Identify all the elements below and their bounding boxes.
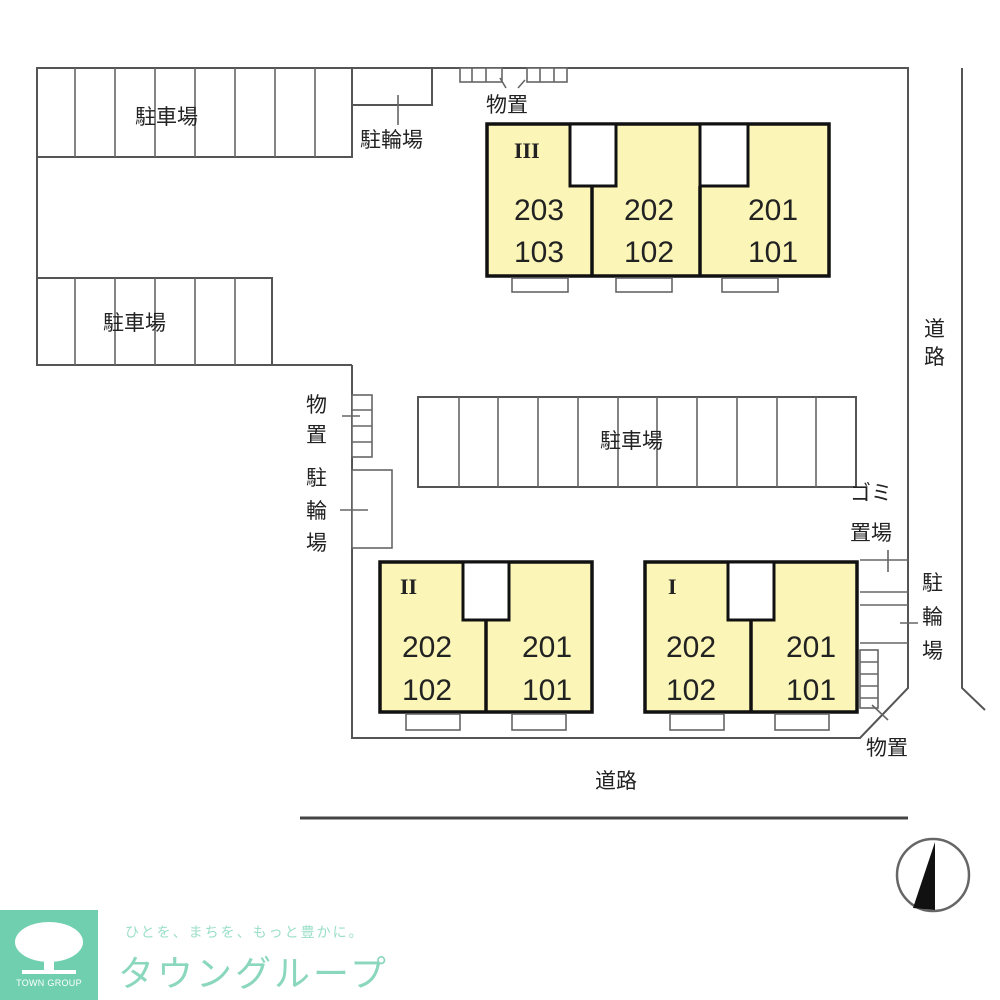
garbage-area bbox=[860, 550, 908, 593]
tree-icon bbox=[15, 922, 83, 974]
storage-right bbox=[859, 649, 889, 721]
garbage-label-1: ゴミ bbox=[850, 481, 892, 505]
bicycle-parking-top bbox=[351, 68, 433, 157]
parking-lot-left bbox=[36, 277, 273, 366]
bicycle-label-right-3: 場 bbox=[922, 639, 943, 663]
building-II-label: II bbox=[400, 574, 417, 599]
parking-label-left: 駐車場 bbox=[103, 311, 166, 335]
storage-label-bottom-right: 物置 bbox=[866, 736, 908, 760]
logo-brand: タウングループ bbox=[118, 954, 389, 995]
road-label-bottom: 道路 bbox=[595, 769, 637, 793]
unit-III-203: 203 bbox=[514, 194, 564, 227]
unit-II-101: 101 bbox=[522, 674, 572, 707]
bicycle-label-left-3: 場 bbox=[306, 531, 327, 555]
unit-III-202: 202 bbox=[624, 194, 674, 227]
unit-II-201: 201 bbox=[522, 631, 572, 664]
building-I bbox=[643, 560, 859, 731]
bicycle-parking-right bbox=[860, 604, 918, 644]
bicycle-label-top: 駐輪場 bbox=[360, 128, 423, 152]
garbage-label-2: 置場 bbox=[850, 521, 892, 545]
storage-label-left-1: 物 bbox=[306, 393, 327, 417]
unit-III-102: 102 bbox=[624, 236, 674, 269]
logo-mark-text: TOWN GROUP bbox=[16, 978, 82, 988]
parking-lot-center bbox=[417, 396, 857, 488]
road-right bbox=[961, 68, 986, 711]
unit-III-101: 101 bbox=[748, 236, 798, 269]
unit-III-201: 201 bbox=[748, 194, 798, 227]
parking-label-top-left: 駐車場 bbox=[135, 105, 198, 129]
building-I-label: I bbox=[668, 574, 677, 599]
unit-II-202: 202 bbox=[402, 631, 452, 664]
unit-I-201: 201 bbox=[786, 631, 836, 664]
bicycle-parking-left bbox=[340, 469, 393, 549]
parking-label-center: 駐車場 bbox=[600, 429, 663, 453]
building-III-label: III bbox=[514, 138, 540, 163]
storage-left bbox=[342, 394, 373, 458]
town-group-logo bbox=[0, 910, 98, 1000]
unit-I-102: 102 bbox=[666, 674, 716, 707]
unit-I-101: 101 bbox=[786, 674, 836, 707]
storage-label-left-2: 置 bbox=[306, 423, 327, 447]
road-label-right-1: 道 bbox=[924, 317, 945, 341]
building-II bbox=[378, 560, 594, 731]
unit-III-103: 103 bbox=[514, 236, 564, 269]
building-III bbox=[485, 122, 831, 293]
bicycle-label-right-1: 駐 bbox=[922, 571, 943, 595]
storage-top bbox=[459, 67, 568, 89]
bicycle-label-right-2: 輪 bbox=[922, 605, 943, 629]
logo-tagline: ひとを、まちを、もっと豊かに。 bbox=[125, 925, 365, 941]
unit-I-202: 202 bbox=[666, 631, 716, 664]
storage-label-top: 物置 bbox=[486, 93, 528, 117]
bicycle-label-left-1: 駐 bbox=[306, 466, 327, 490]
bicycle-label-left-2: 輪 bbox=[306, 499, 327, 523]
road-label-right-2: 路 bbox=[924, 345, 945, 369]
unit-II-102: 102 bbox=[402, 674, 452, 707]
north-arrow-icon bbox=[895, 837, 971, 913]
